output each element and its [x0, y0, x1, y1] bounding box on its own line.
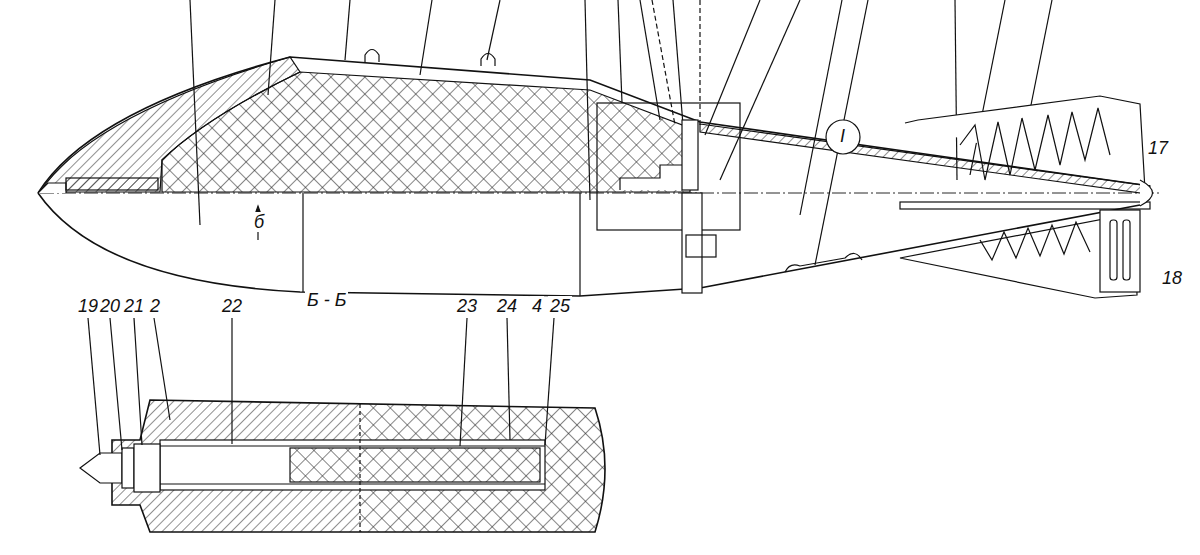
callout-number: 24 [495, 296, 519, 316]
section-mark: б [252, 212, 266, 232]
detail-mark: I [838, 126, 847, 146]
callout-number: 4 [530, 296, 544, 316]
callout-number: 17 [1146, 138, 1170, 158]
callout-number: 2 [148, 296, 162, 316]
callout-number: 25 [548, 296, 572, 316]
callout-number: 19 [76, 296, 100, 316]
callout-number: 23 [455, 296, 479, 316]
callout-number: 21 [122, 296, 146, 316]
section-title: Б - Б [305, 290, 348, 310]
callout-number: 18 [1160, 268, 1184, 288]
callout-number: 22 [220, 296, 244, 316]
callout-number: 20 [98, 296, 122, 316]
